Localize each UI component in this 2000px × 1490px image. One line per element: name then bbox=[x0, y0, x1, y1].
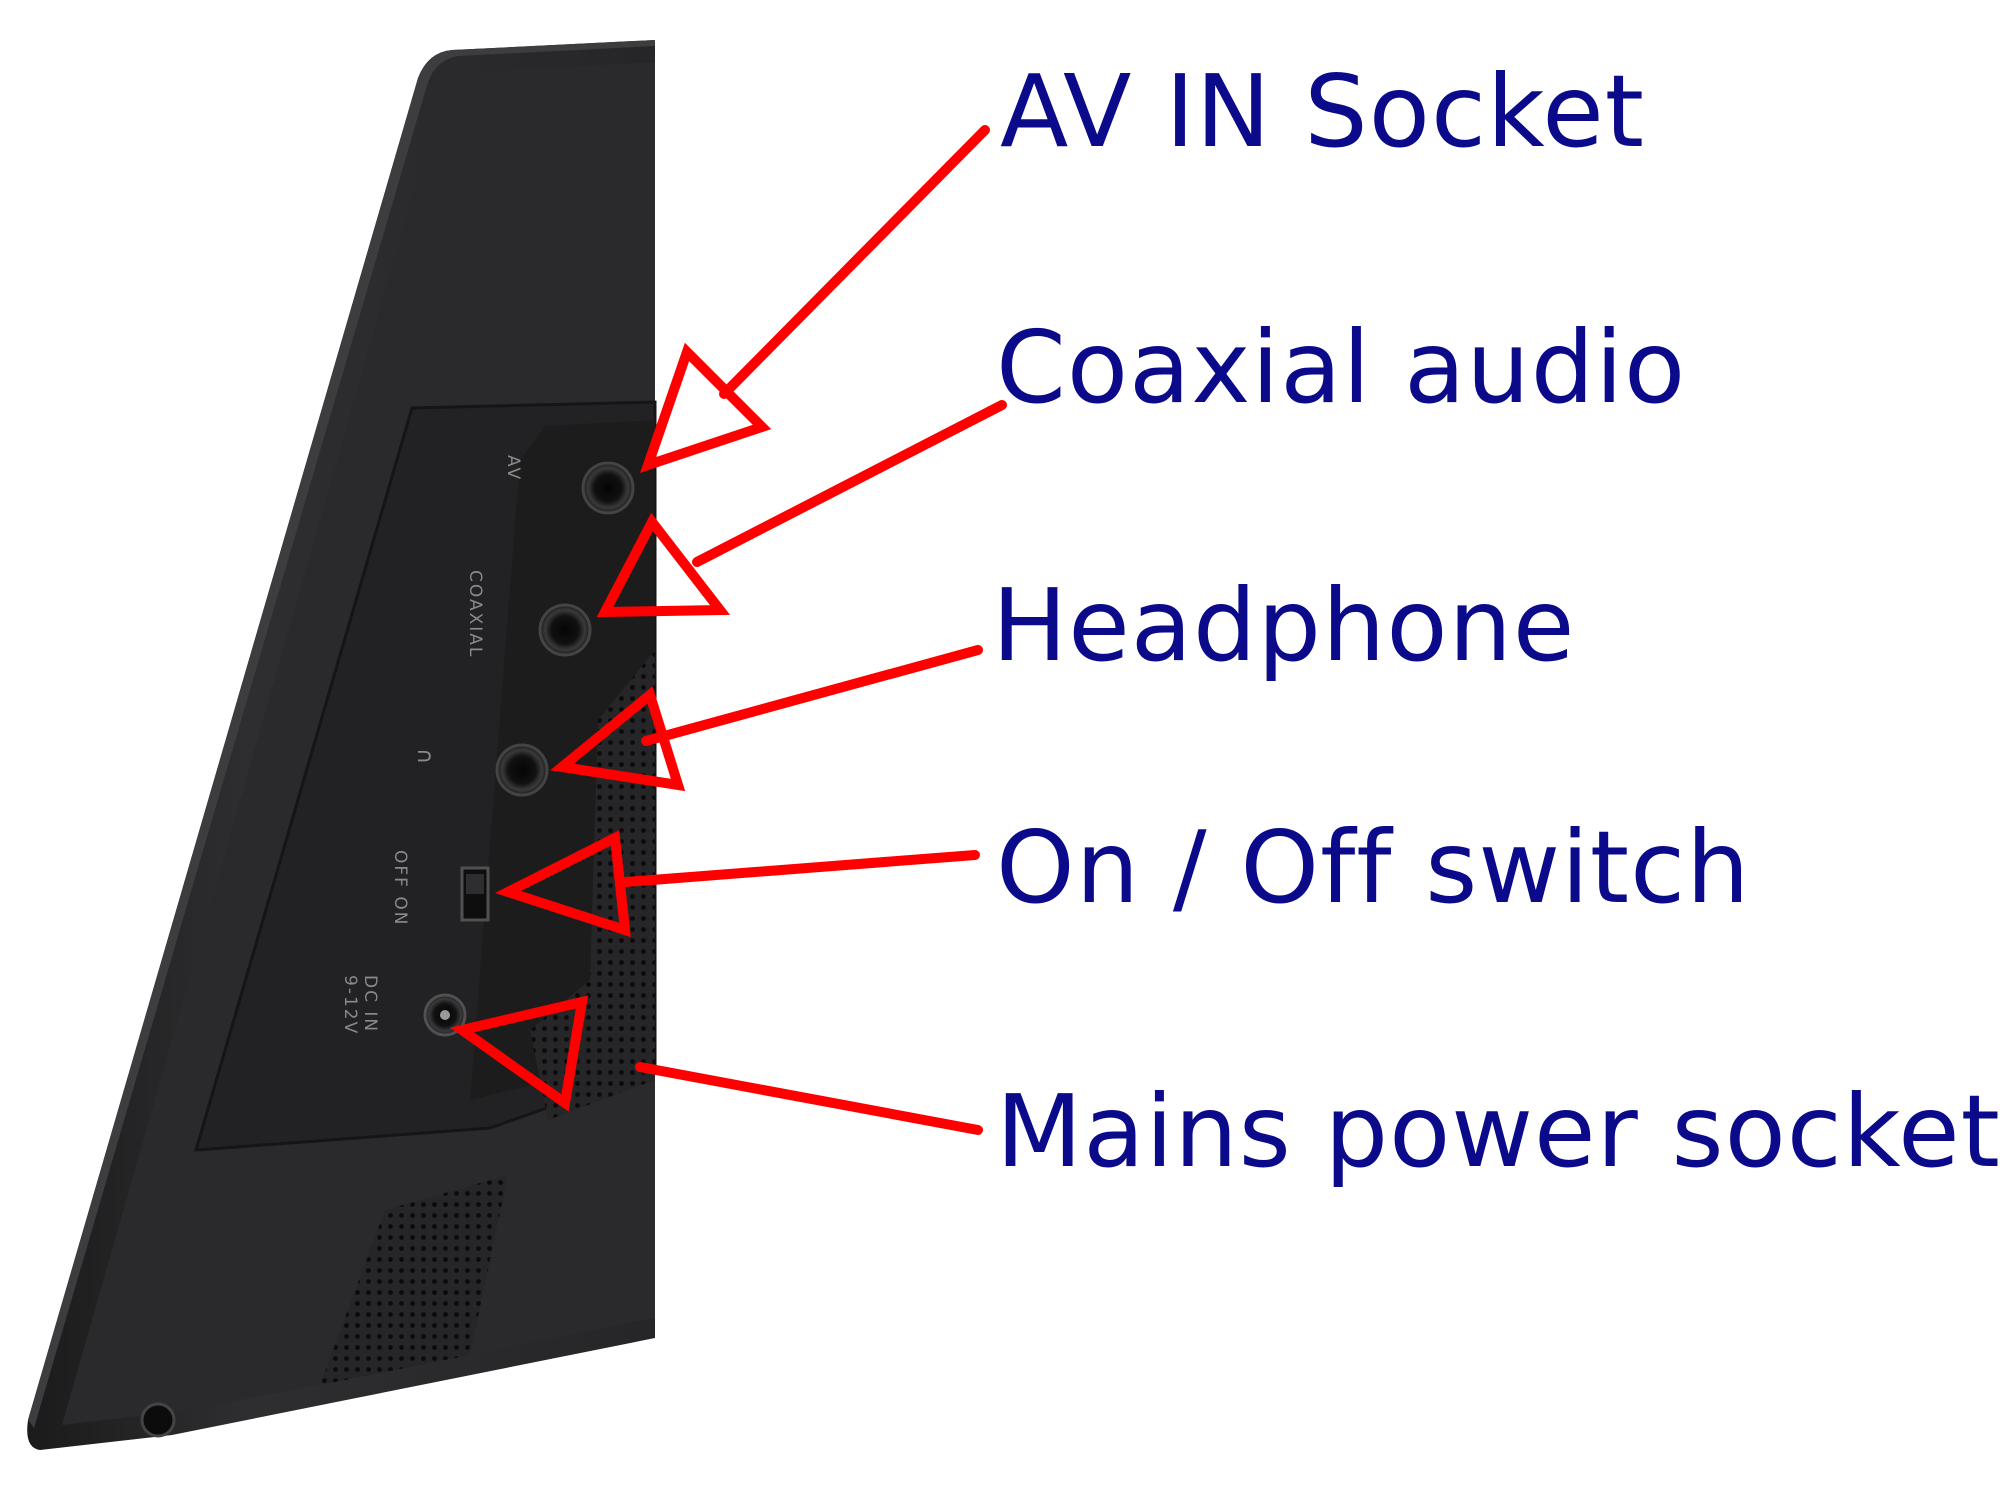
arrow-power bbox=[450, 995, 983, 1135]
arrow-switch bbox=[494, 830, 980, 938]
headphone-jack bbox=[495, 743, 549, 797]
label-headphone: Headphone bbox=[992, 567, 1576, 684]
marking-dc-in: DC IN bbox=[360, 975, 380, 1033]
label-coaxial-audio: Coaxial audio bbox=[996, 309, 1687, 426]
screw-hole bbox=[140, 1402, 176, 1438]
coaxial-jack bbox=[538, 603, 592, 657]
arrow-headphone bbox=[550, 645, 983, 792]
marking-voltage: 9-12V bbox=[340, 975, 360, 1035]
arrow-av-in bbox=[639, 125, 990, 473]
marking-switch: OFF ON bbox=[390, 850, 410, 926]
label-av-in-socket: AV IN Socket bbox=[1000, 53, 1646, 170]
label-mains-power-socket: Mains power socket bbox=[996, 1073, 2000, 1190]
speaker-grille bbox=[320, 1175, 508, 1385]
dc-in-pin bbox=[440, 1010, 450, 1020]
av-in-jack bbox=[581, 461, 635, 515]
marking-coaxial: COAXIAL bbox=[465, 570, 485, 658]
power-switch-knob bbox=[466, 874, 484, 894]
arrow-coaxial bbox=[596, 400, 1007, 618]
rear-grille bbox=[530, 650, 655, 1120]
marking-av: AV bbox=[503, 455, 523, 481]
marking-headphone: ∩ bbox=[412, 748, 437, 766]
label-on-off-switch: On / Off switch bbox=[996, 809, 1751, 926]
